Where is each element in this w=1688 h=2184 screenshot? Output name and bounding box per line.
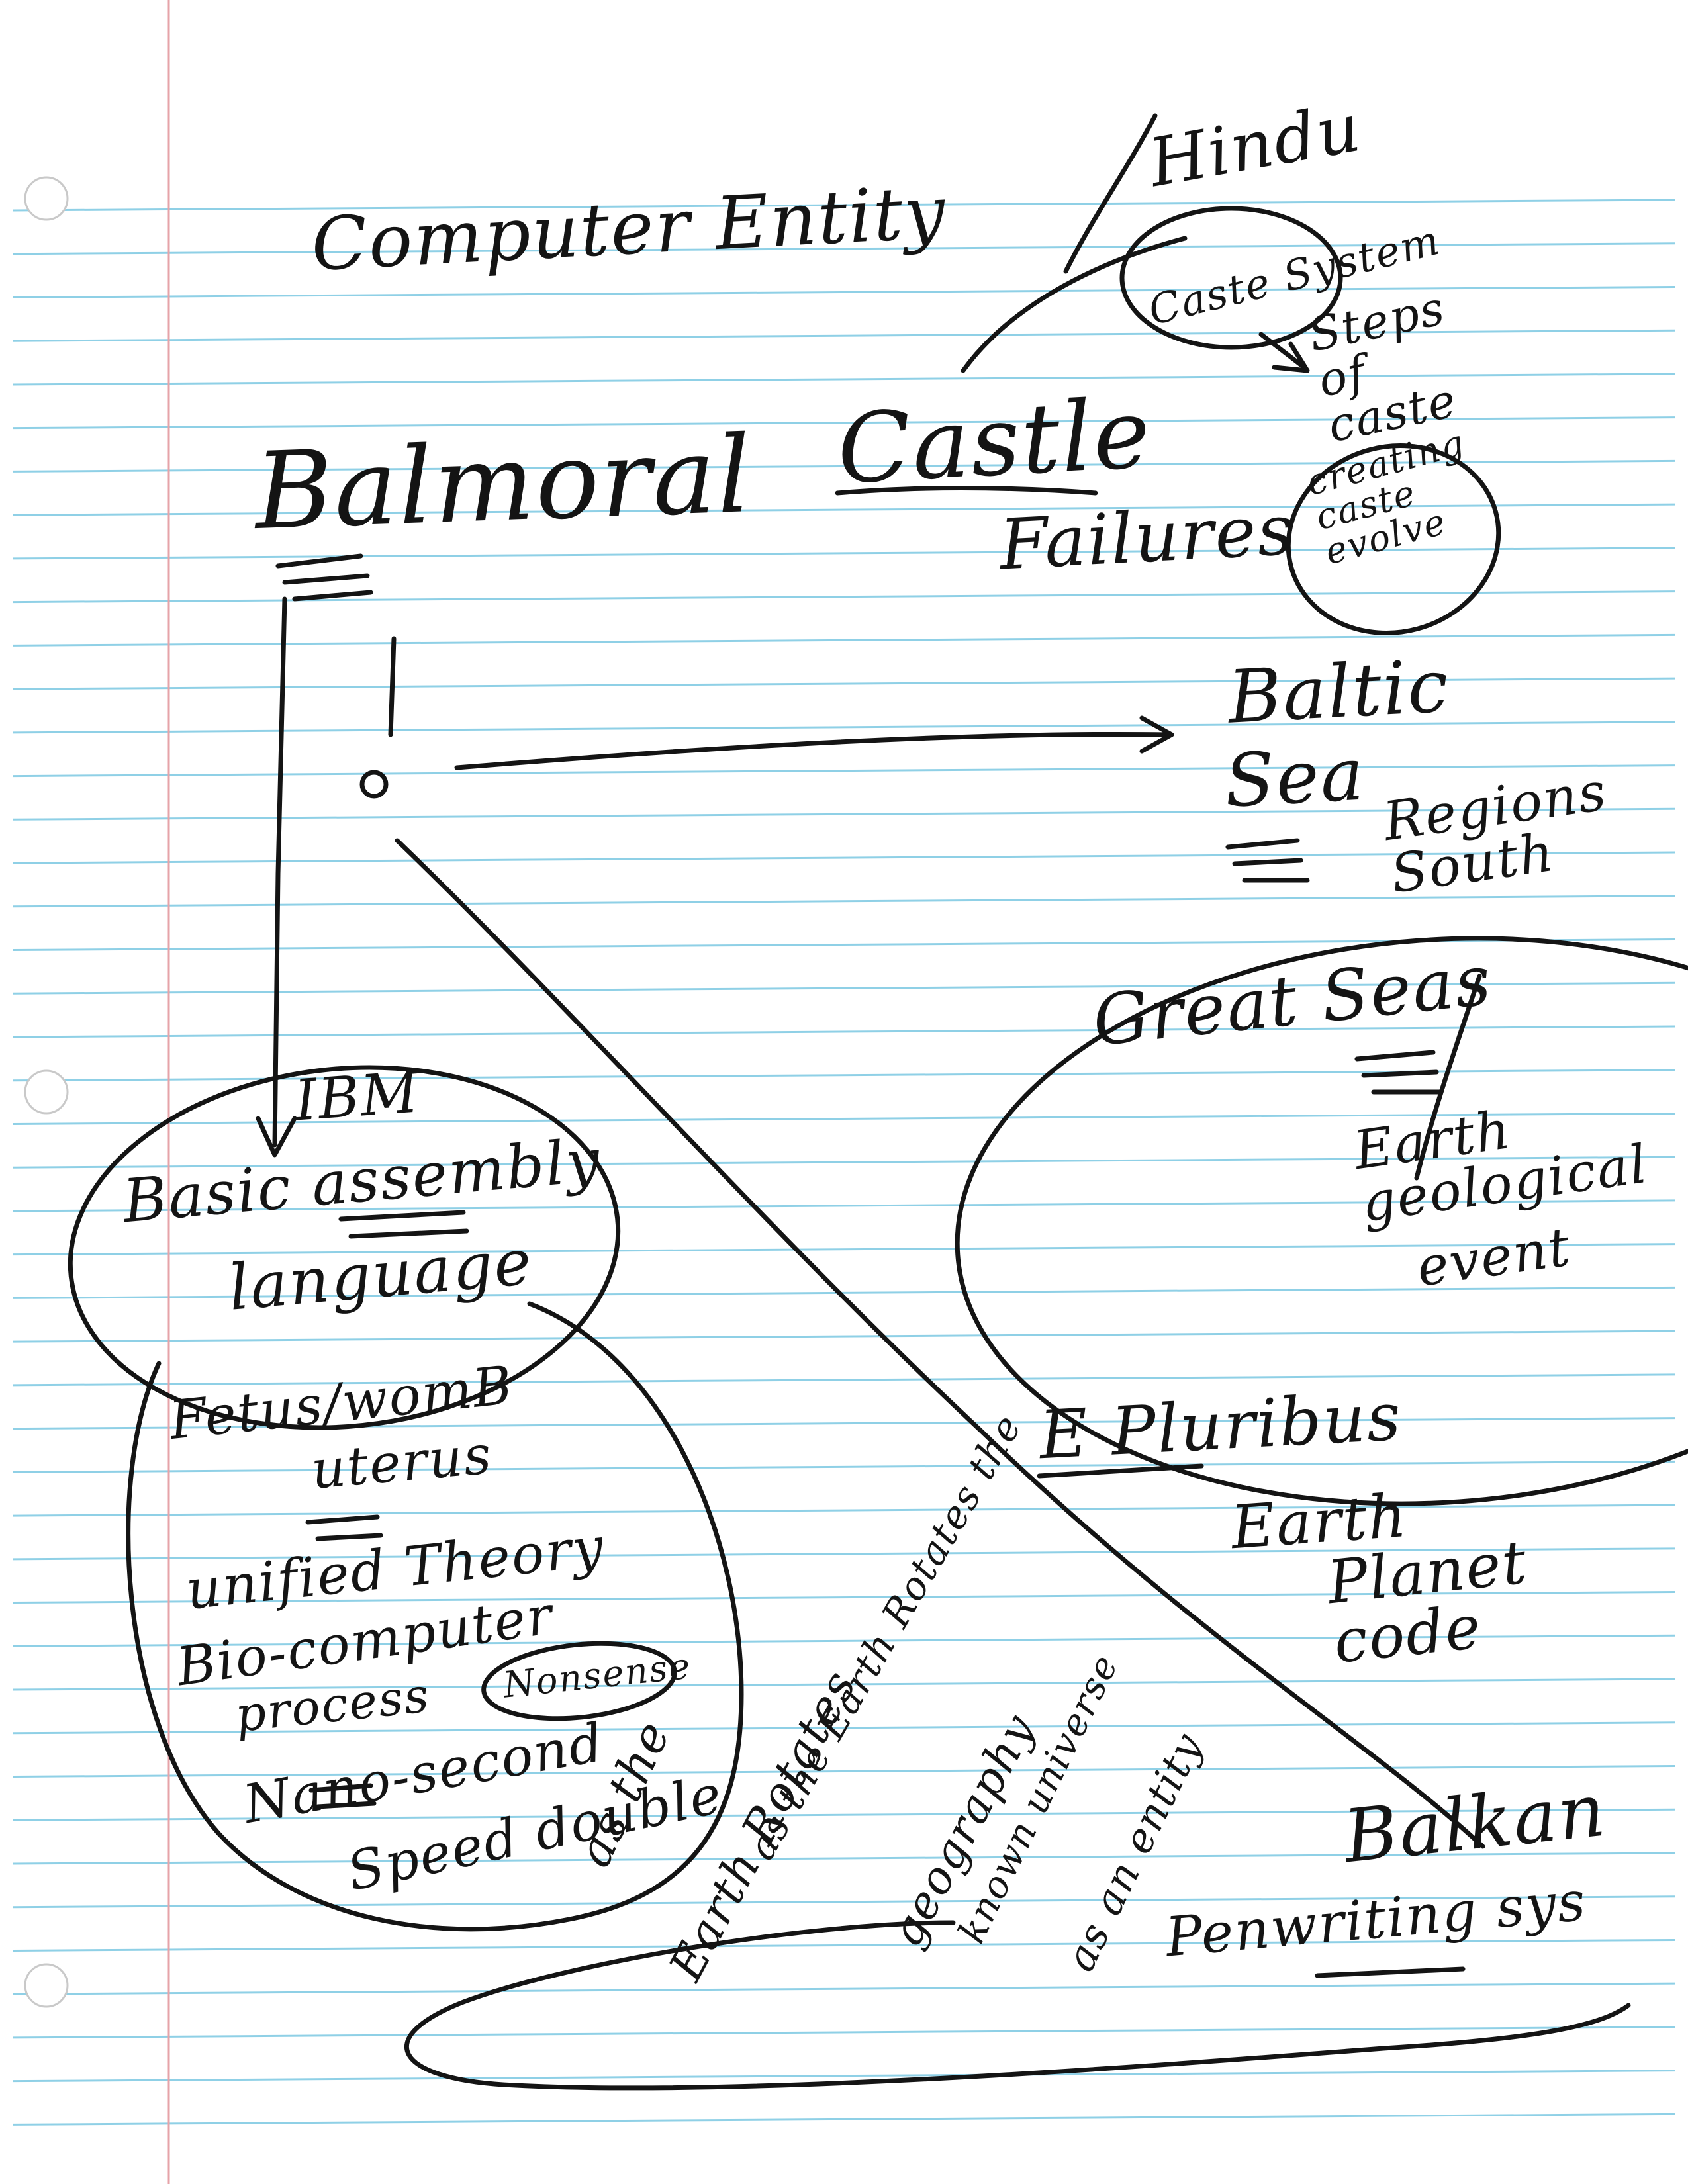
creating-caste-circle bbox=[1286, 443, 1501, 635]
left-line-arrowhead bbox=[256, 1116, 297, 1158]
note-failures: Failures bbox=[998, 489, 1297, 586]
ruled-lines bbox=[13, 199, 1675, 2126]
rule-line bbox=[13, 285, 1675, 298]
rule-line bbox=[13, 242, 1675, 255]
e-pluribus-underline bbox=[1037, 1463, 1204, 1479]
rule-line bbox=[13, 981, 1675, 995]
rule-line bbox=[13, 721, 1675, 734]
rule-line bbox=[13, 1938, 1675, 1952]
rule-line bbox=[13, 1852, 1675, 1865]
rule-line bbox=[13, 633, 1675, 647]
rule-line bbox=[13, 895, 1675, 908]
left-vertical-line bbox=[272, 596, 287, 1148]
caste-system-circle bbox=[1119, 206, 1343, 350]
diagonal-line-to-balkan bbox=[395, 838, 1485, 1849]
rule-line bbox=[13, 2070, 1675, 2083]
balmoral-equals-marks bbox=[275, 553, 373, 602]
rule-line bbox=[13, 1460, 1675, 1473]
nano-second-marks bbox=[308, 1783, 377, 1809]
rule-line bbox=[13, 416, 1675, 430]
note-uterus: uterus bbox=[308, 1424, 495, 1501]
rule-line bbox=[13, 677, 1675, 690]
penwriting-underline bbox=[1315, 1966, 1466, 1978]
rule-line bbox=[13, 329, 1675, 342]
sea-equals-marks bbox=[1225, 838, 1310, 883]
rule-line bbox=[13, 1286, 1675, 1299]
note-title-castle: Castle bbox=[834, 377, 1154, 506]
note-baltic: Baltic bbox=[1225, 643, 1452, 740]
rule-line bbox=[13, 199, 1675, 212]
rule-line bbox=[13, 1678, 1675, 1691]
rule-line bbox=[13, 590, 1675, 604]
rule-line bbox=[13, 547, 1675, 560]
rule-line bbox=[13, 1330, 1675, 1343]
baltic-arrowhead bbox=[1139, 715, 1174, 754]
rule-line bbox=[13, 1243, 1675, 1256]
note-title-balmoral: Balmoral bbox=[252, 412, 755, 554]
rule-line bbox=[13, 1199, 1675, 1212]
ibm-language-circle bbox=[68, 1065, 621, 1430]
lower-left-loop bbox=[126, 1301, 744, 1932]
rule-line bbox=[13, 2026, 1675, 2039]
note-planet-code: Planet code bbox=[1324, 1527, 1531, 1677]
binder-hole-top bbox=[24, 176, 69, 221]
rule-line bbox=[13, 503, 1675, 516]
rule-line bbox=[13, 1156, 1675, 1169]
rule-line bbox=[13, 1547, 1675, 1561]
hindu-divider-stroke bbox=[1063, 113, 1158, 274]
rule-line bbox=[13, 1764, 1675, 1778]
great-seas-slash bbox=[1414, 974, 1482, 1181]
rule-line bbox=[13, 1721, 1675, 1735]
rule-line bbox=[13, 851, 1675, 864]
note-ibm: IBM bbox=[292, 1060, 422, 1134]
origin-small-circle bbox=[359, 770, 389, 799]
note-sea: Sea bbox=[1222, 731, 1368, 824]
bottom-sweep-loop bbox=[404, 1920, 1631, 2091]
rule-line bbox=[13, 2113, 1675, 2126]
uterus-equals-marks bbox=[305, 1514, 383, 1541]
rule-line bbox=[13, 807, 1675, 821]
nonsense-circle bbox=[481, 1641, 677, 1721]
rule-line bbox=[13, 1591, 1675, 1604]
rule-line bbox=[13, 1895, 1675, 1909]
rule-line bbox=[13, 764, 1675, 778]
rule-line bbox=[13, 1025, 1675, 1038]
caste-system-swoosh bbox=[961, 236, 1188, 373]
rule-line bbox=[13, 1808, 1675, 1821]
rule-line bbox=[13, 1634, 1675, 1647]
small-vertical-tick bbox=[388, 636, 397, 737]
baltic-arrow-line bbox=[454, 731, 1171, 770]
note-e-pluribus: E Pluribus bbox=[1037, 1377, 1404, 1475]
great-seas-equals-marks bbox=[1354, 1050, 1442, 1095]
great-seas-circle bbox=[955, 936, 1688, 1506]
assembly-underline bbox=[338, 1210, 469, 1239]
binder-hole-middle bbox=[24, 1069, 69, 1115]
rule-line bbox=[13, 1982, 1675, 1995]
rule-line bbox=[13, 1373, 1675, 1387]
castle-underline bbox=[835, 486, 1098, 496]
binder-hole-bottom bbox=[24, 1963, 69, 2008]
rule-line bbox=[13, 1504, 1675, 1517]
rule-line bbox=[13, 459, 1675, 473]
caste-system-arrow bbox=[1258, 332, 1310, 373]
rule-line bbox=[13, 373, 1675, 386]
